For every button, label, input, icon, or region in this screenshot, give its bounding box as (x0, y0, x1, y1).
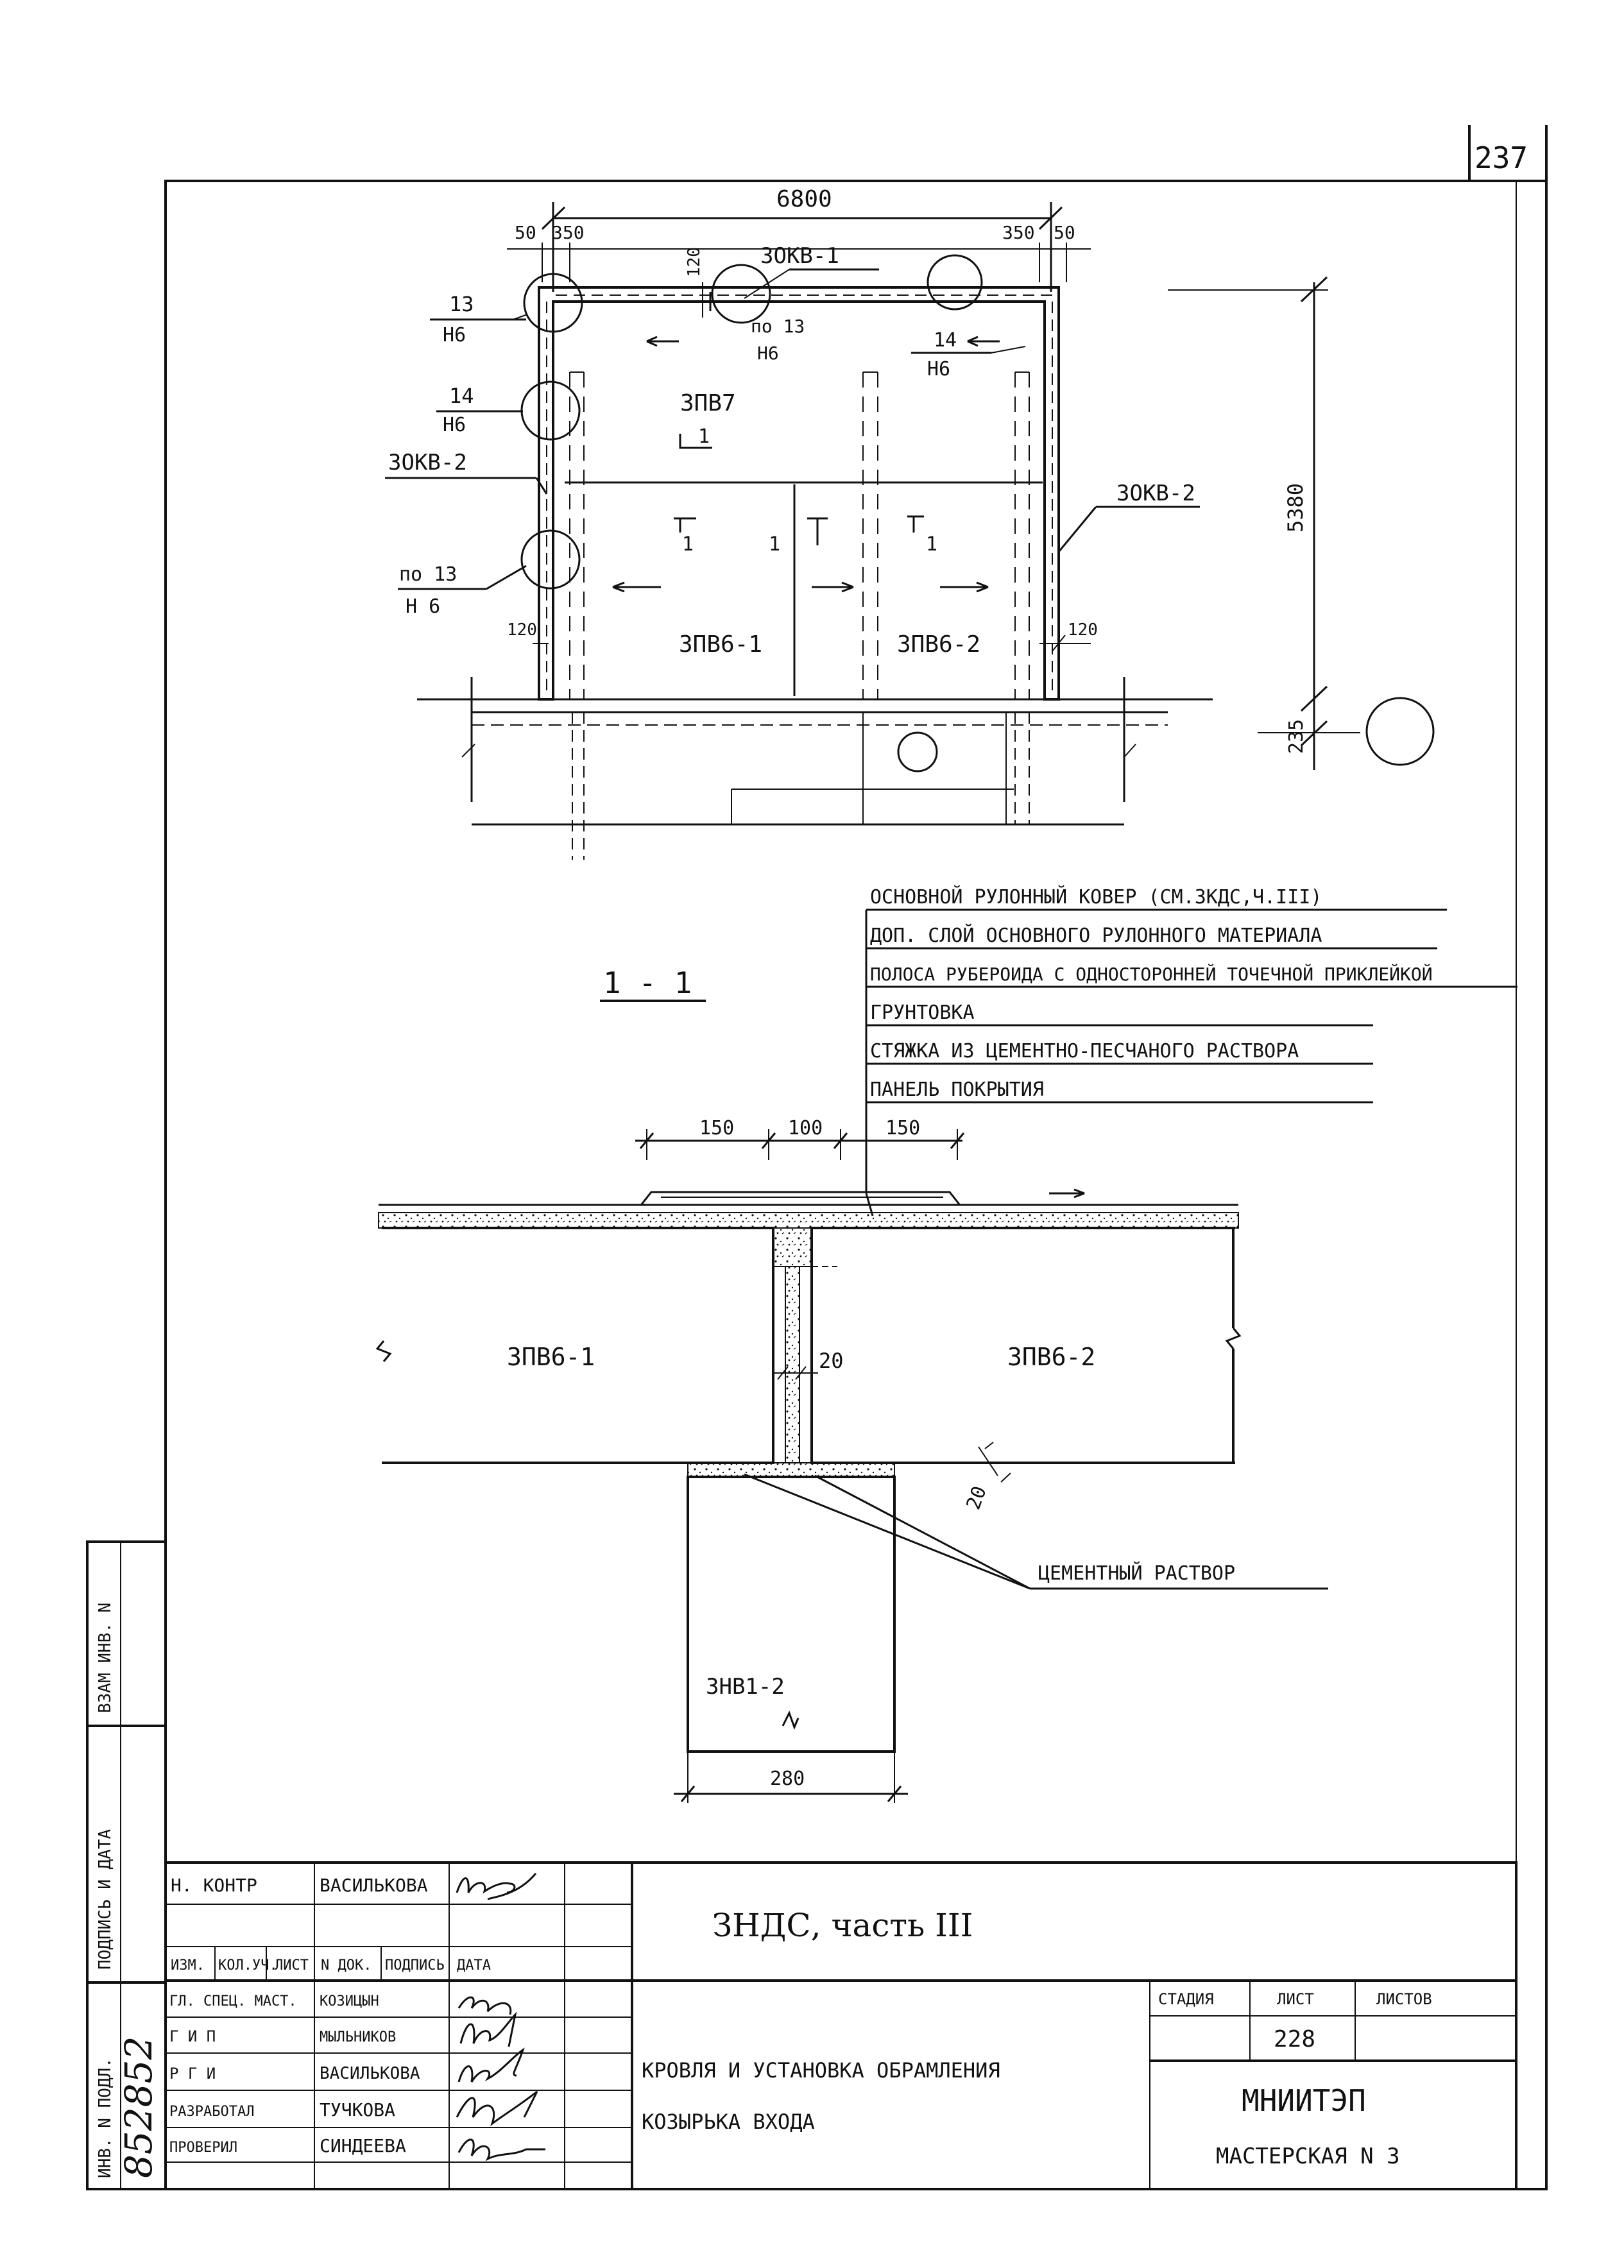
layer-3: ПОЛОСА РУБЕРОИДА С ОДНОСТОРОННЕЙ ТОЧЕЧНО… (870, 963, 1433, 985)
callout-14b-num: 14 (934, 329, 957, 352)
stamp-sign-date: ПОДПИСЬ И ДАТА (96, 1829, 115, 1970)
tb-name-2: МЫЛЬНИКОВ (320, 2029, 396, 2045)
side-stamp-labels: ВЗАМ ИНВ. N ПОДПИСЬ И ДАТА ИНВ. N ПОДЛ. … (96, 1603, 160, 2178)
tb-hdr-koluch: КОЛ.УЧ. (218, 1957, 278, 1974)
signatures (456, 1873, 545, 2161)
label-panel-left: 3ПВ6-1 (679, 631, 762, 658)
section-dim-150a: 150 (699, 1117, 734, 1139)
dim-left-50: 50 (515, 222, 536, 243)
tb-role-5: ПРОВЕРИЛ (169, 2140, 237, 2156)
dim-right-50: 50 (1054, 222, 1075, 243)
tb-name-5: СИНДЕЕВА (320, 2135, 406, 2156)
stamp-replace-inv: ВЗАМ ИНВ. N (96, 1603, 115, 1713)
dim-right-350: 350 (1002, 222, 1035, 243)
tb-name-1: КОЗИЦЫН (320, 1993, 379, 2009)
callout-po13-num: по 13 (399, 563, 457, 586)
callout-14-num: 14 (449, 384, 474, 408)
section-dim-100: 100 (788, 1117, 823, 1139)
mortar-note: ЦЕМЕНТНЫЙ РАСТВОР (1038, 1562, 1235, 1585)
section-dim-bearing: 20 (962, 1483, 991, 1513)
dim-overall-width: 6800 (776, 186, 832, 212)
tb-org: МНИИТЭП (1242, 2083, 1366, 2118)
stamp-inv-number: 852852 (117, 2036, 160, 2178)
tb-listov-label: ЛИСТОВ (1376, 1990, 1432, 2008)
section-layers-list (865, 908, 1517, 1216)
dim-left-350: 350 (552, 222, 585, 243)
section-dim-gap: 20 (819, 1349, 844, 1373)
tb-name-3: ВАСИЛЬКОВА (320, 2064, 420, 2083)
section-view (375, 1129, 1328, 1803)
tb-hdr-izm: ИЗМ. (171, 1957, 205, 1974)
layer-1: ОСНОВНОЙ РУЛОННЫЙ КОВЕР (СМ.ЗКДС,Ч.III) (870, 885, 1322, 908)
tb-n-kontr-label: Н. КОНТР (171, 1875, 257, 1896)
section-panel-right: 3ПВ6-2 (1007, 1343, 1095, 1371)
dim-height: 5380 (1283, 483, 1308, 533)
plan-labels: 6800 50 350 350 50 120 120 120 5380 235 … (388, 186, 1308, 754)
tb-role-4: РАЗРАБОТАЛ (169, 2104, 254, 2120)
cut-mark-left: 1 (682, 533, 694, 556)
dim-edge-120-left: 120 (507, 620, 537, 640)
tb-list-label: ЛИСТ (1277, 1990, 1314, 2008)
section-panel-left: 3ПВ6-1 (507, 1343, 595, 1371)
section-dim-150b: 150 (885, 1117, 920, 1139)
cut-mark-right: 1 (926, 533, 937, 556)
section-support: 3НВ1-2 (706, 1674, 785, 1700)
tb-list-value: 228 (1274, 2026, 1315, 2052)
cut-mark-mid: 1 (769, 533, 780, 556)
dim-bottom: 235 (1285, 719, 1308, 754)
callout-14-sheet: Н6 (443, 414, 466, 436)
callout-po13-sheet: Н 6 (406, 595, 440, 618)
tb-role-3: Р Г И (169, 2065, 216, 2083)
tb-hdr-data: ДАТА (457, 1957, 491, 1974)
section-dim-280: 280 (770, 1768, 805, 1790)
tb-hdr-list: ЛИСТ (275, 1957, 309, 1974)
callout-po13b-sheet: Н6 (757, 343, 779, 364)
callout-13-sheet: Н6 (443, 324, 466, 346)
page-number: 237 (1474, 141, 1528, 175)
callout-po13b-num: по 13 (751, 316, 805, 337)
layer-5: СТЯЖКА ИЗ ЦЕМЕНТНО-ПЕСЧАНОГО РАСТВОРА (870, 1040, 1299, 1062)
tb-hdr-podpis: ПОДПИСЬ (385, 1957, 445, 1974)
tb-project: ЗНДС, часть III (712, 1907, 973, 1944)
tb-role-2: Г И П (169, 2027, 216, 2045)
tb-hdr-ndok: N ДОК. (321, 1957, 372, 1974)
plan-view (385, 202, 1435, 860)
stamp-orig-inv: ИНВ. N ПОДЛ. (96, 2058, 115, 2178)
tb-role-1: ГЛ. СПЕЦ. МАСТ. (169, 1993, 297, 2009)
cut-mark-top: 1 (698, 425, 710, 448)
label-kv2-left: 3ОКВ-2 (388, 450, 467, 475)
title-block-text: Н. КОНТР ВАСИЛЬКОВА ИЗМ. КОЛ.УЧ. ЛИСТ N … (169, 1875, 1432, 2169)
label-panel-top: 3ПВ7 (680, 390, 736, 416)
title-block (164, 1861, 1517, 2190)
callout-14b-sheet: Н6 (927, 358, 950, 380)
tb-n-kontr-name: ВАСИЛЬКОВА (320, 1875, 428, 1896)
layer-6: ПАНЕЛЬ ПОКРЫТИЯ (870, 1079, 1044, 1101)
label-panel-right: 3ПВ6-2 (897, 631, 980, 658)
dim-edge-120-right: 120 (1068, 620, 1098, 640)
layer-2: ДОП. СЛОЙ ОСНОВНОГО РУЛОННОГО МАТЕРИАЛА (870, 924, 1322, 947)
section-labels: 150 100 150 3ПВ6-1 3ПВ6-2 20 20 ЦЕМЕНТНЫ… (507, 1117, 1235, 1790)
tb-sheet-title-2: КОЗЫРЬКА ВХОДА (642, 2110, 815, 2134)
tb-stage-label: СТАДИЯ (1158, 1990, 1214, 2008)
label-kv1: 3ОКВ-1 (760, 243, 839, 269)
callout-13-num: 13 (449, 292, 474, 316)
layer-4: ГРУНТОВКА (870, 1002, 975, 1024)
tb-sheet-title-1: КРОВЛЯ И УСТАНОВКА ОБРАМЛЕНИЯ (642, 2058, 1000, 2083)
section-title: 1 - 1 (603, 966, 692, 1000)
tb-name-4: ТУЧКОВА (320, 2099, 395, 2120)
dim-edge-120-top: 120 (685, 247, 704, 277)
section-layer-labels: ОСНОВНОЙ РУЛОННЫЙ КОВЕР (СМ.ЗКДС,Ч.III) … (870, 885, 1433, 1101)
label-kv2-right: 3ОКВ-2 (1116, 481, 1195, 506)
tb-workshop: МАСТЕРСКАЯ N 3 (1216, 2144, 1400, 2169)
